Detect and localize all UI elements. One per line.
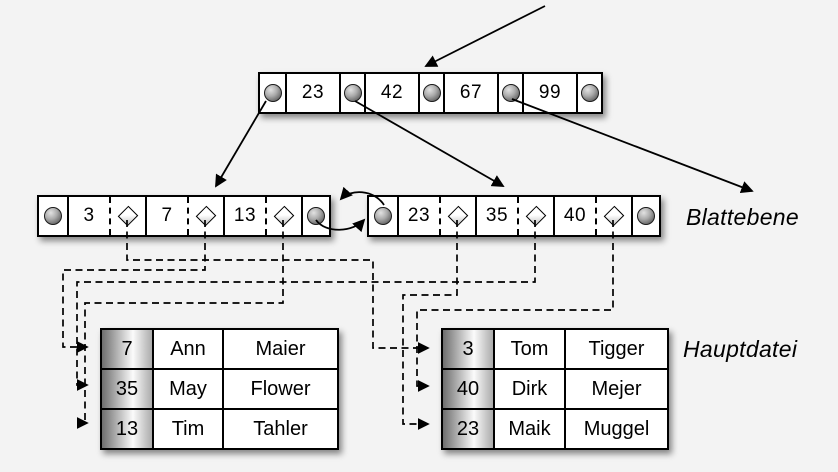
record-key-cell: 23 — [443, 410, 493, 448]
diamond-icon — [273, 205, 295, 227]
key-value: 40 — [563, 205, 587, 226]
root-node: 23 42 67 99 — [258, 72, 603, 114]
pointer-circle-icon — [263, 84, 282, 102]
table-row: 23 Maik Muggel — [443, 408, 667, 448]
key-cell: 13 — [223, 197, 265, 235]
main-file-label: Hauptdatei — [683, 336, 798, 362]
diamond-icon — [195, 205, 217, 227]
main-file-table-right: 3 Tom Tigger 40 Dirk Mejer 23 Maik Mugge… — [441, 328, 669, 450]
key-cell: 42 — [364, 74, 418, 112]
record-key-cell: 3 — [443, 330, 493, 368]
key-cell: 40 — [553, 197, 595, 235]
pointer-cell — [497, 74, 522, 112]
pointer-cell — [576, 74, 601, 112]
first-name-cell: Ann — [152, 330, 222, 368]
arrow-into-root — [424, 5, 546, 67]
table-row: 3 Tom Tigger — [443, 330, 667, 368]
key-cell: 99 — [522, 74, 576, 112]
table-row: 35 May Flower — [102, 368, 337, 408]
diamond-icon — [447, 205, 469, 227]
key-value: 67 — [459, 82, 483, 103]
pointer-cell — [339, 74, 364, 112]
first-name-cell: May — [152, 370, 222, 408]
record-pointer-cell — [517, 197, 553, 235]
key-cell: 23 — [397, 197, 439, 235]
key-value: 3 — [83, 205, 95, 226]
pointer-circle-icon — [343, 84, 362, 102]
leaf-node-left: 3 7 13 — [37, 195, 331, 237]
record-pointer-cell — [595, 197, 631, 235]
key-value: 23 — [301, 82, 325, 103]
key-value: 42 — [380, 82, 404, 103]
record-pointer-cell — [439, 197, 475, 235]
last-name-cell: Maier — [222, 330, 337, 368]
first-name-cell: Dirk — [493, 370, 564, 408]
table-row: 7 Ann Maier — [102, 330, 337, 368]
pointer-circle-icon — [637, 207, 655, 225]
key-cell: 23 — [285, 74, 339, 112]
pointer-cell — [418, 74, 443, 112]
diamond-icon — [525, 205, 547, 227]
last-name-cell: Tigger — [564, 330, 667, 368]
diamond-icon — [603, 205, 625, 227]
leaf-level-label: Blattebene — [686, 204, 799, 230]
record-pointer-cell — [187, 197, 223, 235]
pointer-circle-icon — [307, 207, 325, 225]
key-value: 35 — [485, 205, 509, 226]
pointer-cell — [301, 197, 329, 235]
first-name-cell: Maik — [493, 410, 564, 448]
last-name-cell: Mejer — [564, 370, 667, 408]
pointer-circle-icon — [422, 84, 441, 102]
pointer-circle-icon — [44, 207, 62, 225]
main-file-table-left: 7 Ann Maier 35 May Flower 13 Tim Tahler — [100, 328, 339, 450]
diamond-icon — [117, 205, 139, 227]
first-name-cell: Tom — [493, 330, 564, 368]
pointer-circle-icon — [580, 84, 599, 102]
record-key-cell: 13 — [102, 410, 152, 448]
key-cell: 3 — [67, 197, 109, 235]
record-key-cell: 7 — [102, 330, 152, 368]
last-name-cell: Muggel — [564, 410, 667, 448]
key-value: 7 — [161, 205, 173, 226]
pointer-circle-icon — [374, 207, 392, 225]
record-key-cell: 40 — [443, 370, 493, 408]
pointer-circle-icon — [501, 84, 520, 102]
pointer-cell — [39, 197, 67, 235]
table-row: 40 Dirk Mejer — [443, 368, 667, 408]
key-value: 13 — [233, 205, 257, 226]
key-cell: 35 — [475, 197, 517, 235]
first-name-cell: Tim — [152, 410, 222, 448]
record-pointer-cell — [109, 197, 145, 235]
key-value: 99 — [538, 82, 562, 103]
record-key-cell: 35 — [102, 370, 152, 408]
leaf-node-right: 23 35 40 — [367, 195, 661, 237]
last-name-cell: Tahler — [222, 410, 337, 448]
key-cell: 7 — [145, 197, 187, 235]
pointer-cell — [260, 74, 285, 112]
key-value: 23 — [407, 205, 431, 226]
key-cell: 67 — [443, 74, 497, 112]
record-pointer-cell — [265, 197, 301, 235]
last-name-cell: Flower — [222, 370, 337, 408]
table-row: 13 Tim Tahler — [102, 408, 337, 448]
pointer-cell — [631, 197, 659, 235]
pointer-cell — [369, 197, 397, 235]
